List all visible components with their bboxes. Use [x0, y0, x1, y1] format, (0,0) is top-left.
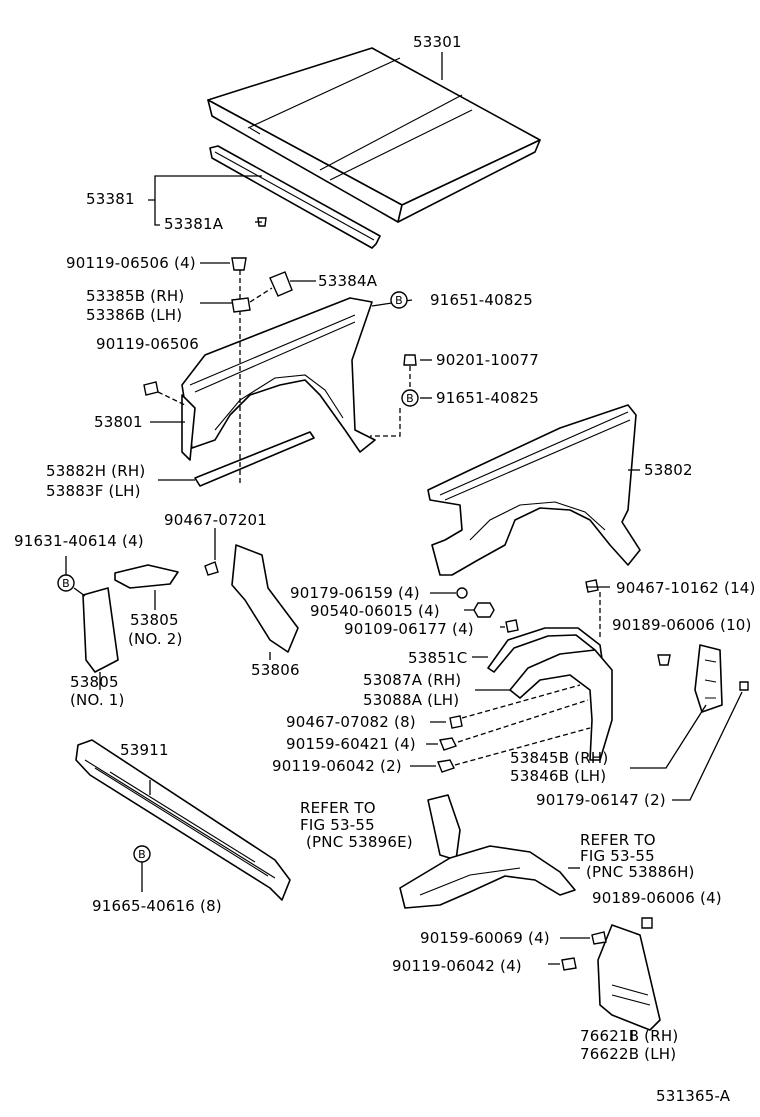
nut-marker-2 [401, 389, 419, 407]
label-nut-90540: 90540-06015 (4) [310, 602, 440, 620]
clip-90189-06006-part [641, 917, 653, 929]
clip-90201-part [403, 354, 417, 366]
label-molding-53851c: 53851C [408, 649, 468, 667]
label-hinge-lh: 53386B (LH) [86, 306, 183, 324]
label-nut-91665: 91665-40616 (8) [92, 897, 222, 915]
label-mudguard-rh: 76621B (RH) [580, 1027, 679, 1045]
label-bolt-90119-06042-4: 90119-06042 (4) [392, 957, 522, 975]
label-fender-rh: 53802 [644, 461, 693, 479]
leader-53381 [148, 175, 262, 226]
flare-part [509, 649, 613, 761]
label-mudguard-lh: 76622B (LH) [580, 1045, 677, 1063]
fender-seal-part [194, 431, 315, 487]
label-bolt-90119-06506: 90119-06506 [96, 335, 200, 353]
label-ref-left-1: REFER TO [300, 799, 376, 817]
label-clip-90189-06006-10: 90189-06006 (10) [612, 616, 752, 634]
label-screw-90109: 90109-06177 (4) [344, 620, 474, 638]
nut-marker-letter-2: B [406, 392, 414, 405]
hardware-middle [437, 579, 749, 773]
label-hood-seal: 53381 [86, 190, 135, 208]
clip-90467-07201-part [204, 561, 219, 576]
mudguard-part [597, 924, 661, 1031]
label-liner-rh: 53845B (RH) [510, 749, 609, 767]
label-flare-lh: 53088A (LH) [363, 691, 460, 709]
label-shield-no1-note: (NO. 1) [70, 691, 125, 709]
screw-90159-60069-part [591, 931, 607, 945]
label-flare-rh: 53087A (RH) [363, 671, 462, 689]
inner-liner-part [399, 794, 576, 909]
label-bolt-90119-06506-4: 90119-06506 (4) [66, 254, 196, 272]
label-hinge-rh: 53385B (RH) [86, 287, 185, 305]
label-nut-91651-b: 91651-40825 [436, 389, 540, 407]
label-hood: 53301 [413, 33, 462, 51]
label-screw-90159-60421: 90159-60421 (4) [286, 735, 416, 753]
label-bracket: 53384A [318, 272, 378, 290]
label-ref-left-3: (PNC 53896E) [306, 833, 413, 851]
label-splash-53806: 53806 [251, 661, 300, 679]
label-nut-91651-a: 91651-40825 [430, 291, 534, 309]
label-clip-90201: 90201-10077 [436, 351, 540, 369]
hood-seal-part [209, 145, 381, 249]
label-ref-right-2: FIG 53-55 [580, 847, 655, 865]
nut-marker-letter-3: B [62, 577, 70, 590]
label-fender-lh: 53801 [94, 413, 143, 431]
label-ref-right-1: REFER TO [580, 831, 656, 849]
label-clip-90467-07201: 90467-07201 [164, 511, 268, 529]
label-nut-91631: 91631-40614 (4) [14, 532, 144, 550]
hood-part [207, 47, 541, 223]
label-seal-rh: 53882H (RH) [46, 462, 146, 480]
fender-lh-part [181, 297, 376, 461]
label-shield-no1: 53805 [70, 673, 119, 691]
liner-bracket-part [694, 644, 723, 713]
label-seal-lh: 53883F (LH) [46, 482, 141, 500]
shield-no1-part [82, 587, 119, 673]
label-clip-90189-06006-4: 90189-06006 (4) [592, 889, 722, 907]
diagram-id-code: 531365-A [656, 1087, 731, 1105]
label-ref-left-2: FIG 53-55 [300, 816, 375, 834]
label-screw-90179-06159: 90179-06159 (4) [290, 584, 420, 602]
bolt-90119-06506-part [143, 381, 159, 396]
label-bolt-90119-06042-2: 90119-06042 (2) [272, 757, 402, 775]
label-support-53911: 53911 [120, 741, 169, 759]
label-shield-no2: 53805 [130, 611, 179, 629]
hinge-part [231, 257, 293, 313]
fender-rh-part [427, 404, 641, 576]
label-shield-no2-note: (NO. 2) [128, 630, 183, 648]
nut-marker-1 [390, 291, 408, 309]
bolt-90119-06042-part [561, 957, 577, 971]
label-clip-90467-10162: 90467-10162 (14) [616, 579, 756, 597]
support-53911-part [75, 739, 291, 901]
nut-marker-letter-4: B [138, 848, 146, 861]
splash-53806-part [231, 544, 299, 653]
label-screw-90159-60069: 90159-60069 (4) [420, 929, 550, 947]
label-screw-90179-06147: 90179-06147 (2) [536, 791, 666, 809]
label-ref-right-3: (PNC 53886H) [586, 863, 695, 881]
label-liner-lh: 53846B (LH) [510, 767, 607, 785]
nut-marker-letter-1: B [395, 294, 403, 307]
shield-no2-part [114, 564, 179, 589]
label-hood-seal-clip: 53381A [164, 215, 224, 233]
label-clip-90467-07082: 90467-07082 (8) [286, 713, 416, 731]
